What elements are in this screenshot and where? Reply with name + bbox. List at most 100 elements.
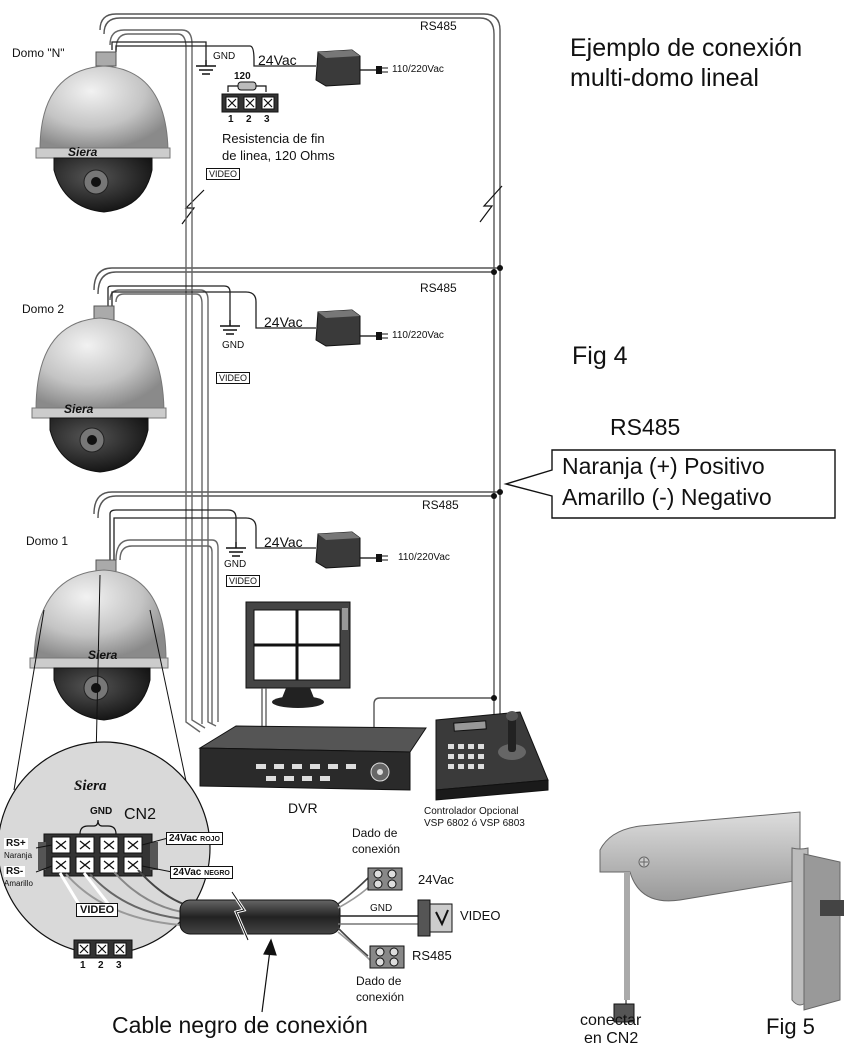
gnd-symbol-2 [220,320,240,335]
cn2-connector-block [38,833,158,877]
cn2-pin-leaders [35,837,173,873]
bus-junction-dots [491,265,503,701]
domo-1-camera [29,559,169,721]
terminator-caption-2: de linea, 120 Ohms [222,148,335,163]
gnd-brace [79,819,117,835]
cable-caption: Cable negro de conexión [112,1012,368,1038]
terminator-resistor [227,81,267,92]
power-adapter-n [315,49,388,87]
detail-pin-2: 2 [98,960,104,971]
fig5-label: Fig 5 [766,1014,815,1039]
cable-rs485-label: RS485 [412,948,452,963]
domo-2-camera [31,305,167,473]
fig4-label: Fig 4 [572,342,628,370]
video-label-2: VIDEO [216,372,251,384]
bnc-connector [417,899,453,937]
bracket-line2: en CN2 [584,1030,639,1047]
power-adapter-1 [315,531,388,569]
cn2-ac-black-voltage: 24Vac [173,867,202,878]
cable-video-label: VIDEO [460,908,501,923]
bus-break-marks [181,185,503,225]
terminal-block-n [221,93,279,113]
controller-line2: VSP 6802 ó VSP 6803 [424,818,525,829]
wall-bracket [599,811,844,1023]
video-label-1: VIDEO [226,575,261,587]
rs485-label-2: RS485 [420,281,457,295]
rs485-callout-box [503,449,836,519]
monitor [245,601,351,708]
cable-leads [337,877,420,963]
terminator-caption-1: Resistencia de fin [222,131,325,146]
brand-logo-2: Siera [64,402,94,416]
rs485-callout-title: RS485 [610,414,681,440]
gnd-label-n: GND [213,51,236,62]
zoom-lines [13,574,191,801]
black-cable [179,891,341,941]
dvr-device [198,725,427,791]
mains-label-1: 110/220Vac [398,552,450,563]
cn2-ac-red: 24Vac ROJO [166,832,223,845]
rs485-label-1: RS485 [422,498,459,512]
cn2-ac-black-color: NEGRO [204,870,230,877]
cn2-ac-red-voltage: 24Vac [169,833,198,844]
bracket-line1: conectar [580,1012,642,1029]
terminal-block-detail [73,939,133,959]
power-adapter-2 [315,309,388,347]
rs485-bus [93,13,501,736]
domo-2-label: Domo 2 [22,302,65,316]
dado-bottom [369,945,405,969]
ac24-label-2: 24Vac [264,314,303,330]
dado-bot-line1: Dado de [356,974,402,988]
dvr-label: DVR [288,800,318,816]
cn2-gnd-label: GND [90,806,113,817]
cable-gnd-label: GND [370,903,393,914]
dado-top-line1: Dado de [352,826,398,840]
heading-line2: multi-domo lineal [570,64,759,92]
domo-1-wiring [109,509,316,560]
cable-24vac-label: 24Vac [418,872,454,887]
video-label-n: VIDEO [206,168,241,180]
cn2-ac-black: 24Vac NEGRO [170,866,233,879]
brand-logo-detail: Siera [74,778,107,794]
detail-pin-3: 3 [116,960,122,971]
rs485-callout-line1: Naranja (+) Positivo [562,453,765,479]
mains-label-n: 110/220Vac [392,64,444,75]
ac24-label-n: 24Vac [258,52,297,68]
detail-pin-1: 1 [80,960,86,971]
domo-n-label: Domo "N" [12,46,65,60]
domo-1-label: Domo 1 [26,534,69,548]
mains-label-2: 110/220Vac [392,330,444,341]
domo-2-wiring [107,285,316,329]
gnd-symbol-1 [226,542,246,557]
gnd-symbol-n [196,60,216,75]
rs-minus-label: RS- [4,866,26,877]
gnd-label-1: GND [224,559,247,570]
cn2-video-label: VIDEO [76,903,119,917]
gnd-label-2: GND [222,340,245,351]
rs-minus-color: Amarillo [4,879,33,888]
cable-caption-arrow [261,938,277,1013]
brand-logo-1: Siera [88,648,118,662]
terminator-pin-3: 3 [264,114,270,125]
cn2-ac-red-color: ROJO [200,836,220,843]
video-leaders [58,872,112,907]
terminator-pin-2: 2 [246,114,252,125]
controller-line1: Controlador Opcional [424,806,519,817]
rs-plus-label: RS+ [4,838,28,849]
heading-line1: Ejemplo de conexión [570,34,803,62]
rs485-label-n: RS485 [420,19,457,33]
rs-plus-color: Naranja [4,851,33,860]
domo-n-camera [35,51,171,213]
domo-n-wiring [111,41,316,67]
controller-device [435,711,549,801]
terminator-pin-1: 1 [228,114,234,125]
video-trunk [109,29,219,733]
brand-logo-n: Siera [68,145,98,159]
rs485-callout-line2: Amarillo (-) Negativo [562,484,772,510]
dado-top-line2: conexión [352,842,401,856]
cn2-label: CN2 [124,806,157,823]
dado-bot-line2: conexión [356,990,405,1004]
ac24-label-1: 24Vac [264,534,303,550]
terminator-ohms: 120 [234,71,251,82]
